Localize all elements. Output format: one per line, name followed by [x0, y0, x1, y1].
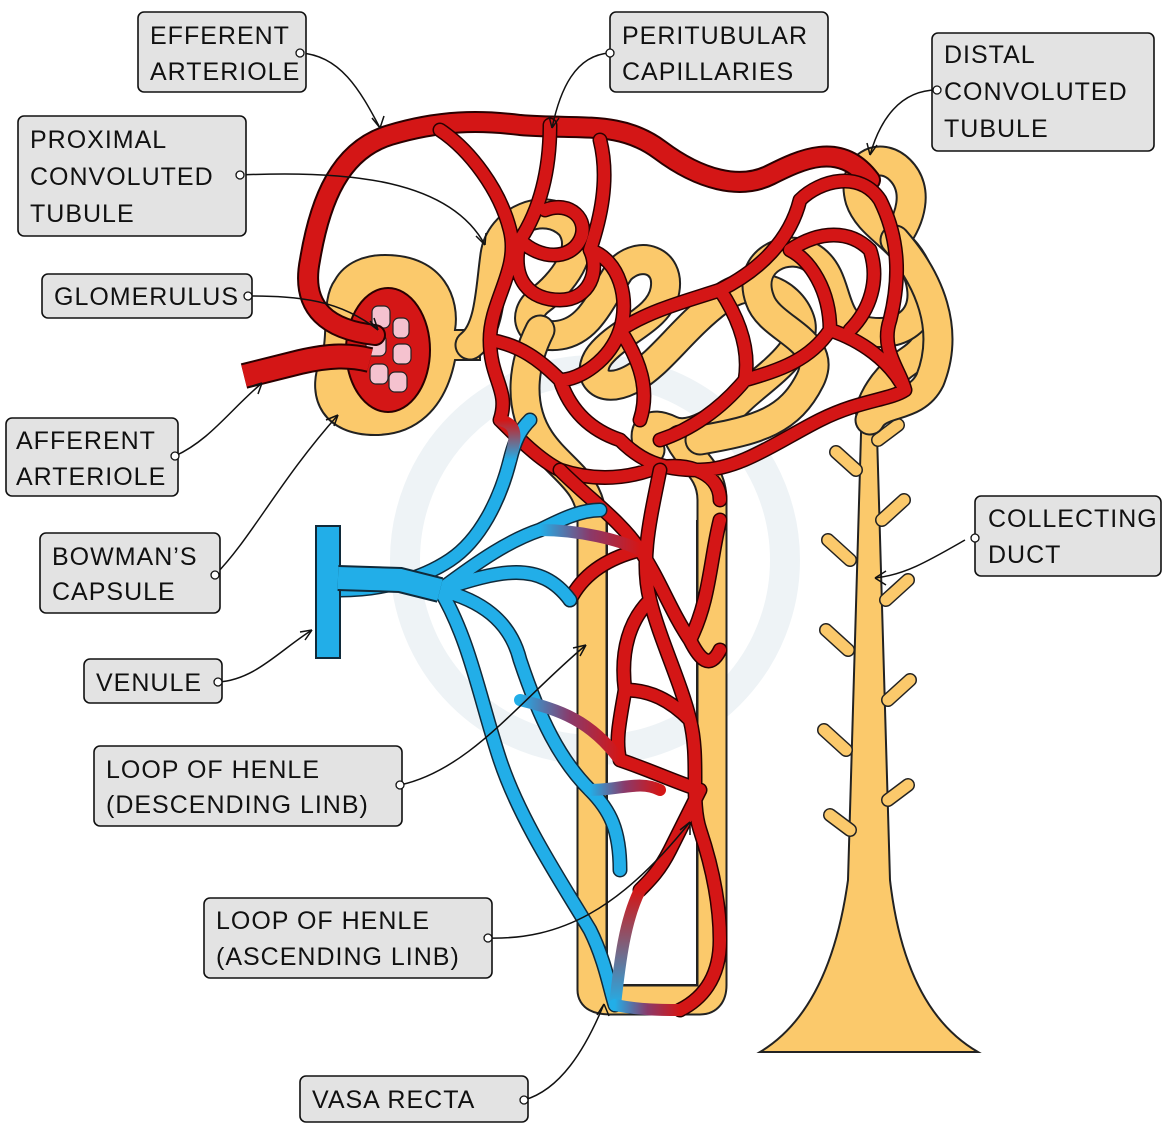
label-line: (ASCENDING LINB)	[216, 943, 460, 971]
label-line: DUCT	[988, 541, 1061, 569]
label-line: AFFERENT	[16, 427, 156, 455]
label-line: ARTERIOLE	[150, 58, 300, 86]
label-line: GLOMERULUS	[54, 283, 239, 311]
label-proximal-convoluted-tubule: PROXIMAL CONVOLUTED TUBULE	[18, 116, 246, 236]
label-peritubular-capillaries: PERITUBULAR CAPILLARIES	[606, 12, 828, 92]
label-glomerulus: GLOMERULUS	[42, 274, 252, 318]
label-venule: VENULE	[84, 659, 222, 703]
label-line: BOWMAN’S	[52, 543, 198, 571]
label-line: CONVOLUTED	[944, 78, 1128, 106]
label-line: CAPILLARIES	[622, 58, 794, 86]
label-afferent-arteriole: AFFERENT ARTERIOLE	[6, 418, 179, 496]
label-efferent-arteriole: EFFERENT ARTERIOLE	[138, 12, 306, 92]
label-line: EFFERENT	[150, 22, 290, 50]
label-line: PROXIMAL	[30, 126, 167, 154]
label-line: PERITUBULAR	[622, 22, 808, 50]
label-distal-convoluted-tubule: DISTAL CONVOLUTED TUBULE	[932, 33, 1154, 151]
label-line: LOOP OF HENLE	[216, 907, 430, 935]
label-line: CONVOLUTED	[30, 163, 214, 191]
label-line: (DESCENDING LINB)	[106, 791, 369, 819]
label-line: VASA RECTA	[312, 1086, 475, 1114]
label-line: COLLECTING	[988, 505, 1158, 533]
label-line: TUBULE	[944, 115, 1049, 143]
label-line: ARTERIOLE	[16, 463, 166, 491]
label-line: CAPSULE	[52, 578, 176, 606]
label-collecting-duct: COLLECTING DUCT	[971, 496, 1161, 576]
label-loop-of-henle-ascending: LOOP OF HENLE (ASCENDING LINB)	[204, 898, 492, 978]
label-line: TUBULE	[30, 200, 135, 228]
label-bowmans-capsule: BOWMAN’S CAPSULE	[40, 533, 220, 613]
label-vasa-recta: VASA RECTA	[300, 1076, 528, 1122]
label-line: DISTAL	[944, 41, 1036, 69]
label-line: VENULE	[96, 669, 202, 697]
label-line: LOOP OF HENLE	[106, 756, 320, 784]
label-loop-of-henle-descending: LOOP OF HENLE (DESCENDING LINB)	[94, 746, 404, 826]
